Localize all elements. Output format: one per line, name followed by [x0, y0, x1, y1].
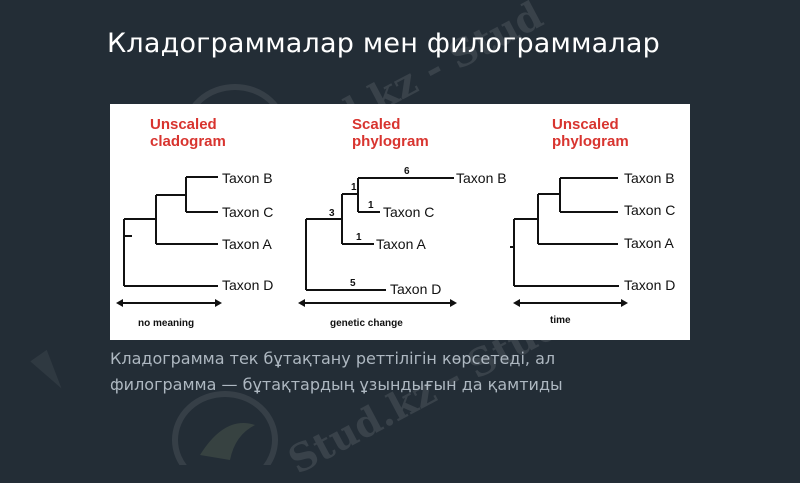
axis-label: no meaning [138, 318, 194, 329]
branch-length-label: 6 [404, 166, 410, 177]
taxon-label: Taxon C [383, 204, 434, 220]
panel-2-title-line2: phylogram [352, 133, 429, 150]
branch-length-label: 1 [368, 200, 374, 211]
taxon-label: Taxon D [390, 281, 441, 297]
scaled-phylogram-tree [305, 177, 454, 291]
branch-length-label: 5 [350, 278, 356, 289]
panel-3-title-line2: phylogram [552, 133, 629, 150]
taxon-label: Taxon B [624, 170, 675, 186]
axis-label: genetic change [330, 318, 403, 329]
panel-1-title-line1: Unscaled [150, 116, 217, 133]
branch-length-label: 3 [329, 208, 335, 219]
panel-1-title-line2: cladogram [150, 133, 226, 150]
branch-length-label: 1 [351, 182, 357, 193]
slide-title: Кладограммалар мен филограммалар [107, 28, 660, 59]
panel-2-title-line1: Scaled [352, 116, 400, 133]
taxon-label: Taxon C [222, 204, 273, 220]
panel-3-title-line1: Unscaled [552, 116, 619, 133]
slide-caption: Кладограмма тек бұтақтану реттілігін көр… [110, 346, 730, 398]
taxon-label: Taxon B [222, 170, 273, 186]
tree-comparison-figure: Unscaled cladogram Scaled phylogram Unsc… [110, 104, 690, 340]
taxon-label: Taxon D [222, 277, 273, 293]
caption-line-2: филограмма — бұтақтардың ұзындығын да қа… [110, 375, 563, 394]
unscaled-phylogram-tree [510, 177, 619, 287]
taxon-label: Taxon B [456, 170, 507, 186]
taxon-label: Taxon C [624, 202, 675, 218]
caption-line-1: Кладограмма тек бұтақтану реттілігін көр… [110, 349, 556, 368]
axis-label: time [550, 315, 571, 326]
cladogram-tree [123, 176, 218, 287]
branch-length-label: 1 [356, 232, 362, 243]
decorative-shape [30, 349, 70, 395]
taxon-label: Taxon A [624, 235, 674, 251]
taxon-label: Taxon D [624, 277, 675, 293]
taxon-label: Taxon A [376, 236, 426, 252]
taxon-label: Taxon A [222, 236, 272, 252]
tree-diagrams: Unscaled cladogram Scaled phylogram Unsc… [116, 116, 675, 329]
